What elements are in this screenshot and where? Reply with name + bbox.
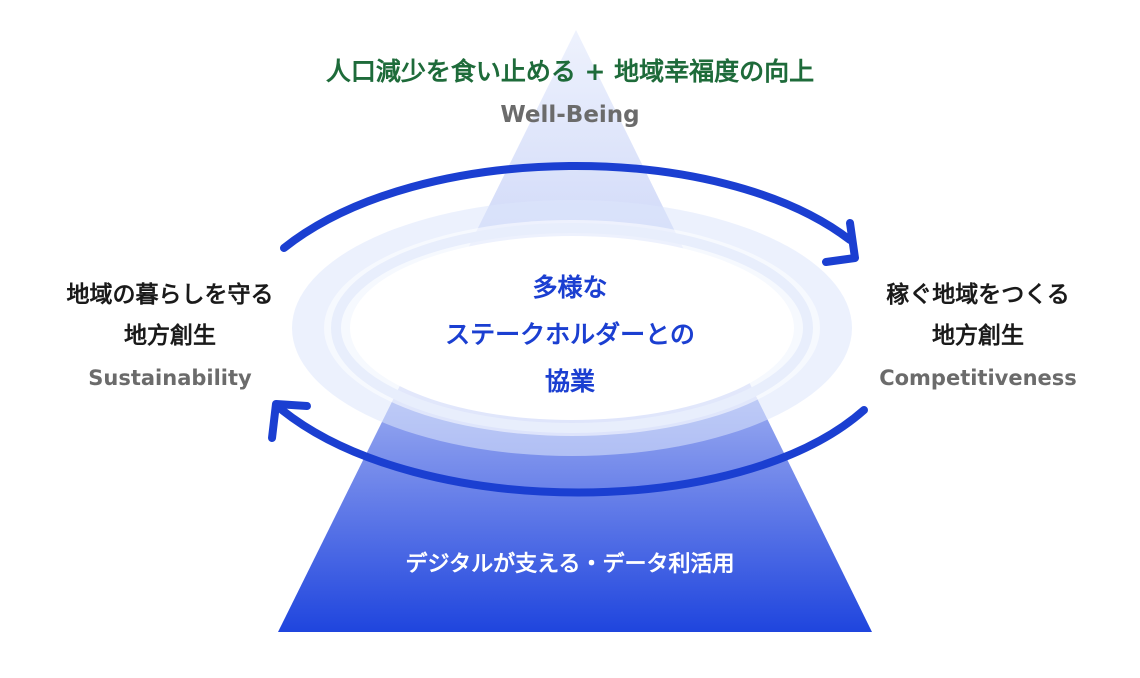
inner-ellipse: [350, 236, 794, 420]
left-label-line1: 地域の暮らしを守る: [66, 282, 274, 308]
right-label-line1: 稼ぐ地域をつくる: [886, 282, 1070, 308]
ring-band: [331, 223, 813, 433]
left-label-english: Sustainability: [88, 366, 252, 390]
left-label-line2: 地方創生: [124, 323, 216, 349]
upper-cycle-arrow: [280, 162, 854, 252]
upper-arrowhead-icon: [822, 219, 859, 266]
right-label-english: Competitiveness: [879, 366, 1077, 390]
lower-arrowhead-icon: [268, 400, 311, 442]
center-label-line3: 協業: [544, 367, 595, 396]
lower-cycle-arrow: [278, 406, 868, 497]
center-label-line2: ステークホルダーとの: [445, 320, 695, 349]
center-label-line1: 多様な: [532, 273, 608, 302]
top-goal-subtitle: Well-Being: [500, 102, 640, 128]
top-goal-title: 人口減少を食い止める + 地域幸福度の向上: [325, 57, 815, 86]
right-label-line2: 地方創生: [932, 323, 1024, 349]
pyramid-base-label: デジタルが支える・データ利活用: [405, 552, 735, 577]
